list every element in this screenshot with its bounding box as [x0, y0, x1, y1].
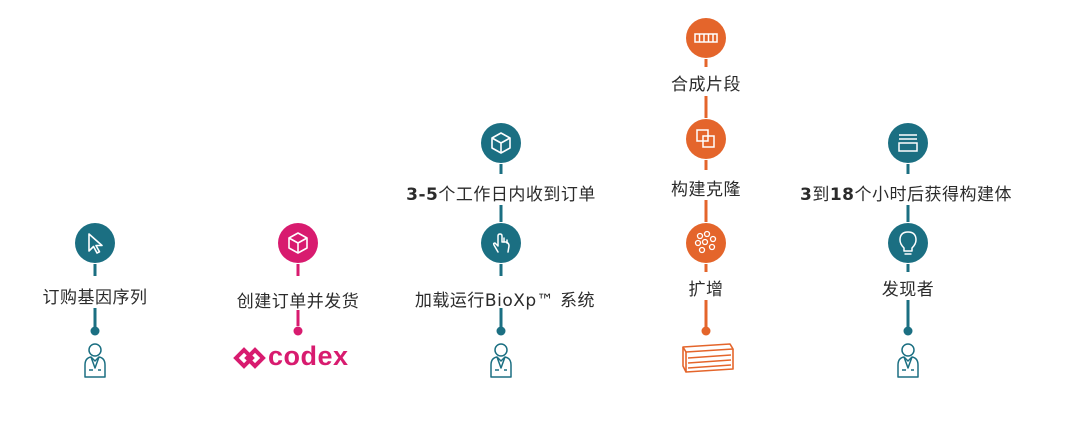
label-receive-order: 3-5个工作日内收到订单	[406, 185, 596, 205]
connector-dot	[293, 326, 303, 336]
touch-icon	[492, 233, 510, 253]
label-load-bioxp: 加载运行BioXp™ 系统	[414, 291, 596, 311]
scientist-icon	[897, 343, 919, 378]
connector-dot	[496, 326, 506, 336]
step-load-bioxp	[481, 223, 521, 263]
box-icon	[491, 132, 511, 154]
connector-dot	[701, 326, 711, 336]
scientist-icon	[490, 343, 512, 378]
colonies-icon	[694, 230, 717, 254]
label-build-clone: 构建克隆	[671, 180, 741, 200]
step-synthesize-fragment	[686, 18, 726, 58]
step-create-order	[278, 223, 318, 263]
step-discoverer	[888, 223, 928, 263]
step-amplify	[686, 223, 726, 263]
step-receive-order	[481, 123, 521, 163]
lightbulb-icon	[899, 231, 917, 255]
cursor-icon	[88, 233, 103, 254]
clone-icon	[696, 129, 715, 148]
step-order-gene	[75, 223, 115, 263]
label-order-gene: 订购基因序列	[42, 288, 148, 308]
dna-fragment-icon	[694, 33, 718, 43]
plate-icon	[682, 343, 734, 373]
codex-logo-mark	[233, 347, 266, 369]
box-icon	[288, 232, 308, 254]
label-synthesize-fragment: 合成片段	[671, 75, 741, 95]
label-discoverer: 发现者	[881, 280, 935, 300]
scientist-icon	[84, 343, 106, 378]
connector-dot	[90, 326, 100, 336]
codex-logo: codex	[268, 341, 349, 371]
label-create-order: 创建订单并发货	[236, 292, 360, 312]
step-get-construct	[888, 123, 928, 163]
connector-dot	[903, 326, 913, 336]
label-get-construct: 3到18个小时后获得构建体	[799, 185, 1013, 205]
tray-icon	[898, 134, 918, 152]
step-build-clone	[686, 119, 726, 159]
label-amplify: 扩增	[688, 280, 724, 300]
